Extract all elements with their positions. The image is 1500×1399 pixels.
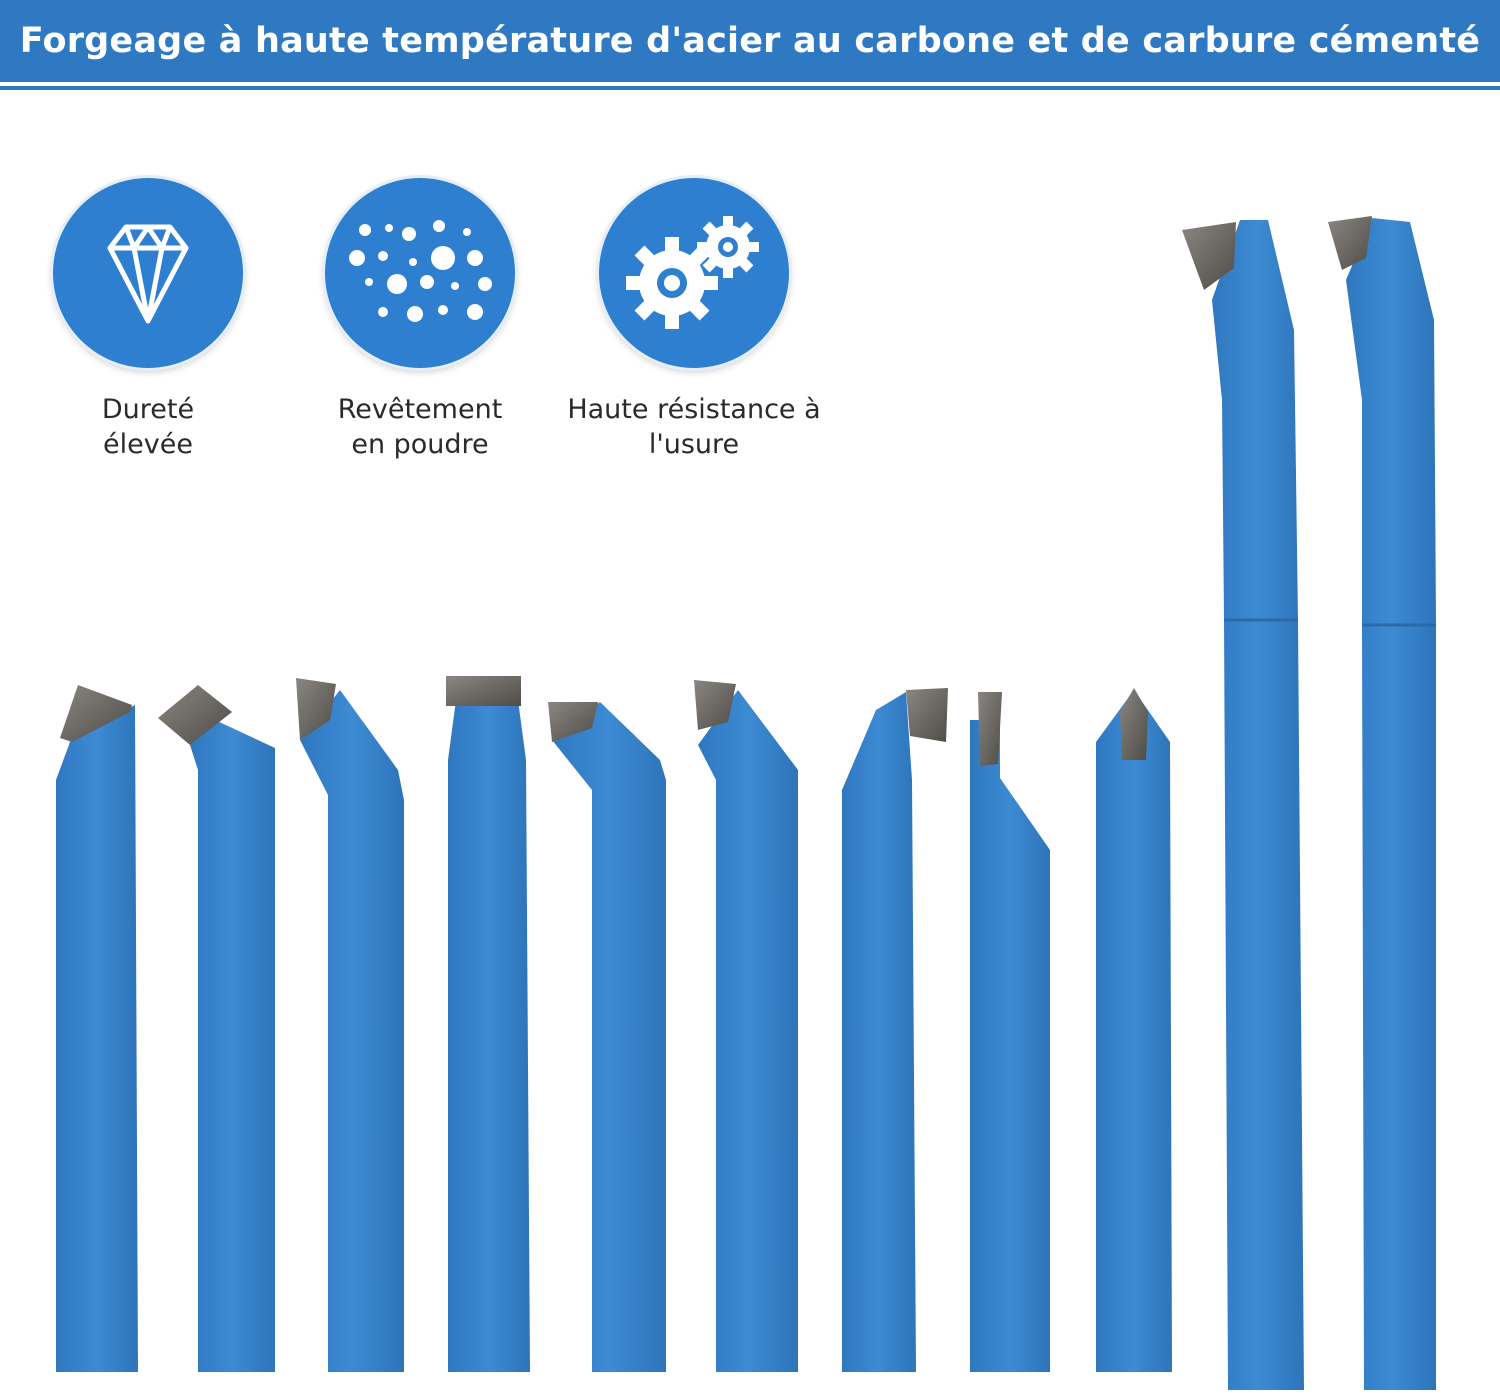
tool-bit (446, 676, 530, 1372)
tool-bit (158, 685, 275, 1372)
feature-wear-resistance: Haute résistance à l'usure (554, 178, 834, 462)
powder-dots-icon (325, 178, 515, 368)
page-title: Forgeage à haute température d'acier au … (19, 21, 1481, 61)
tool-bit (970, 692, 1050, 1372)
banner-divider (0, 86, 1500, 90)
diamond-icon (53, 178, 243, 368)
tool-bit (842, 688, 948, 1372)
tool-bit (1182, 220, 1304, 1390)
tool-bit (1328, 216, 1436, 1390)
feature-label: Revêtement en poudre (337, 394, 503, 460)
tool-bit (1096, 688, 1172, 1372)
feature-high-hardness: Dureté élevée (8, 178, 288, 462)
feature-label: Haute résistance à l'usure (567, 394, 821, 460)
title-banner: Forgeage à haute température d'acier au … (0, 0, 1500, 82)
tool-bit (694, 680, 798, 1372)
feature-label: Dureté élevée (101, 394, 195, 460)
tool-bit (56, 685, 138, 1372)
feature-powder-coating: Revêtement en poudre (280, 178, 560, 462)
tool-bit (548, 702, 666, 1372)
tool-bit (296, 678, 404, 1372)
gears-icon (599, 178, 789, 368)
